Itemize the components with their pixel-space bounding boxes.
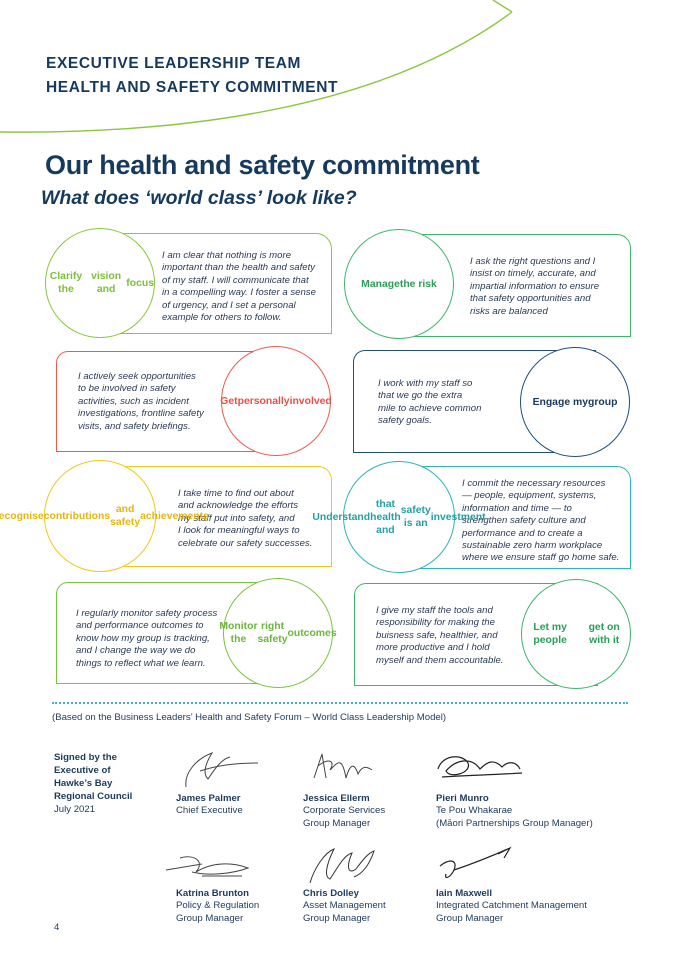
document-header: EXECUTIVE LEADERSHIP TEAM HEALTH AND SAF… (46, 52, 338, 100)
signatory-pieri-munro: Pieri Munro Te Pou Whakarae (Māori Partn… (436, 793, 593, 829)
signature-jessica-ellerm (313, 753, 373, 779)
page-number: 4 (54, 922, 60, 933)
signature-iain-maxwell (439, 846, 512, 879)
header-line-1: EXECUTIVE LEADERSHIP TEAM (46, 55, 302, 72)
section-divider (52, 702, 628, 704)
signatory-james-palmer: James Palmer Chief Executive (176, 793, 243, 817)
page-subtitle: What does ‘world class’ look like? (41, 187, 357, 209)
signatory-katrina-brunton: Katrina Brunton Policy & Regulation Grou… (176, 888, 260, 924)
commitment-text-understand: I commit the necessary resources— people… (462, 478, 620, 564)
signature-pieri-munro (437, 756, 523, 778)
source-note: (Based on the Business Leaders’ Health a… (52, 712, 447, 723)
signature-james-palmer (185, 752, 259, 788)
signatory-jessica-ellerm: Jessica Ellerm Corporate Services Group … (303, 793, 386, 829)
header-decorative-curve (0, 0, 513, 133)
page-title: Our health and safety commitment (45, 150, 480, 180)
signatory-iain-maxwell: Iain Maxwell Integrated Catchment Manage… (436, 888, 587, 924)
header-line-2: HEALTH AND SAFETY COMMITMENT (46, 79, 339, 96)
commitment-circle-recognise: Recognisecontributionsand safetyachievem… (0, 460, 209, 572)
signature-chris-dolley (309, 848, 375, 884)
signature-katrina-brunton (165, 856, 250, 877)
signatory-chris-dolley: Chris Dolley Asset Management Group Mana… (303, 888, 386, 924)
signed-block: Signed by the Executive of Hawke’s Bay R… (54, 752, 133, 815)
